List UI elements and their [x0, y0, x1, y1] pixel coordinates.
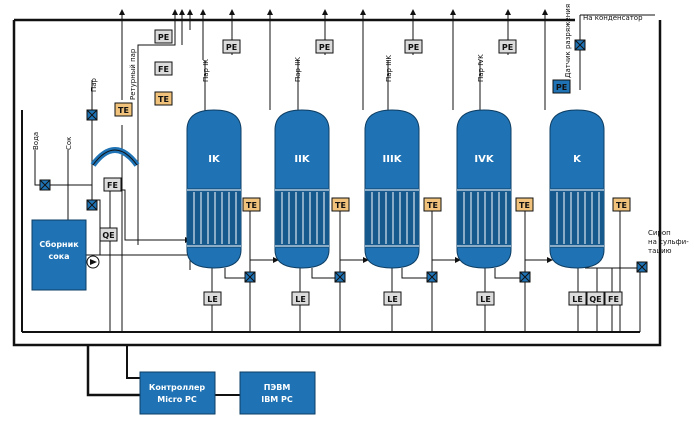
vessel-label: IIK	[294, 154, 310, 165]
controller-label-1: Контроллер	[149, 383, 206, 392]
svg-text:LE: LE	[207, 295, 218, 304]
svg-text:PE: PE	[319, 43, 330, 52]
svg-text:QE: QE	[589, 295, 601, 304]
syrup-label: Сироп на сульфи- тацию	[648, 229, 689, 255]
steam-label-2: Пар IIK	[294, 57, 302, 82]
svg-text:LE: LE	[387, 295, 398, 304]
pc-box: ПЭВМ IBM PC	[239, 371, 316, 415]
pe-box: PE	[154, 29, 173, 44]
controller-box: Контроллер Micro PC	[139, 371, 216, 415]
pressure-sensor-label: Датчик разряжения	[564, 4, 572, 78]
qe-box: QE	[586, 291, 605, 306]
tank-label-line2: сока	[48, 252, 69, 261]
pc-label-2: IBM PC	[261, 395, 293, 404]
svg-text:TE: TE	[335, 201, 346, 210]
svg-text:TE: TE	[616, 201, 627, 210]
svg-text:PE: PE	[556, 83, 567, 92]
svg-text:PE: PE	[408, 43, 419, 52]
juice-label: Сок	[65, 137, 73, 150]
vessel-5: K	[549, 109, 605, 269]
svg-text:TE: TE	[519, 201, 530, 210]
vessel-label: IIIK	[383, 154, 403, 165]
svg-text:TE: TE	[427, 201, 438, 210]
svg-text:TE: TE	[118, 106, 129, 115]
vessel-3: IIIK	[364, 109, 420, 269]
le-box: LE	[383, 291, 402, 306]
svg-text:FE: FE	[158, 65, 169, 74]
svg-text:FE: FE	[107, 181, 118, 190]
svg-text:на сульфи-: на сульфи-	[648, 238, 689, 246]
vessel-label: IK	[208, 154, 221, 165]
vessel-4: IVK	[456, 109, 512, 269]
valve-icon	[86, 199, 98, 211]
svg-text:PE: PE	[502, 43, 513, 52]
svg-text:FE: FE	[608, 295, 619, 304]
le-box: LE	[476, 291, 495, 306]
svg-text:TE: TE	[158, 95, 169, 104]
te-box: TE	[154, 91, 173, 106]
condenser-label: На конденсатор	[583, 14, 643, 22]
valve-icon	[426, 271, 438, 283]
pump-icon	[86, 255, 100, 269]
le-box: LE	[203, 291, 222, 306]
le-box: LE	[291, 291, 310, 306]
valve-icon	[636, 261, 648, 273]
water-label: Вода	[32, 132, 40, 150]
pe-box: PE	[498, 39, 517, 54]
te-box: TE	[114, 102, 133, 117]
fe-box: FE	[604, 291, 623, 306]
valves	[39, 39, 648, 283]
valve-icon	[86, 109, 98, 121]
fe-box: FE	[103, 177, 122, 192]
vessel-2: IIK	[274, 109, 330, 269]
te-box: TE	[423, 197, 442, 212]
valve-icon	[39, 179, 51, 191]
svg-text:тацию: тацию	[648, 247, 672, 255]
svg-text:Сироп: Сироп	[648, 229, 671, 237]
controller-label-2: Micro PC	[157, 395, 197, 404]
fe-box: FE	[154, 61, 173, 76]
juice-tank: Сборник сока	[31, 219, 87, 291]
le-box: LE	[568, 291, 587, 306]
tank-label-line1: Сборник	[39, 239, 79, 249]
svg-text:LE: LE	[572, 295, 583, 304]
te-box: TE	[612, 197, 631, 212]
svg-text:LE: LE	[295, 295, 306, 304]
pe-box: PE	[315, 39, 334, 54]
qe-box: QE	[99, 227, 118, 242]
vessel-label: IVK	[474, 154, 494, 165]
steam-label-3: Пар IIIK	[385, 55, 393, 82]
te-box: TE	[515, 197, 534, 212]
svg-text:PE: PE	[226, 43, 237, 52]
steam-label-4: Пар IVK	[477, 54, 485, 82]
te-box: TE	[242, 197, 261, 212]
valve-icon	[334, 271, 346, 283]
instruments: PE FE TE PE PE PE PE PE TE FE QE TE TE T…	[99, 29, 631, 306]
valve-icon	[519, 271, 531, 283]
return-steam-label: Ретурный пар	[129, 48, 137, 100]
pe-box: PE	[552, 79, 571, 94]
pe-box: PE	[222, 39, 241, 54]
svg-text:PE: PE	[158, 33, 169, 42]
te-box: TE	[331, 197, 350, 212]
pe-box: PE	[404, 39, 423, 54]
valve-icon	[244, 271, 256, 283]
steam-label: Пар	[90, 77, 98, 92]
valve-icon	[574, 39, 586, 51]
vessel-1: IK	[186, 109, 242, 269]
control-bus	[12, 18, 662, 397]
svg-text:TE: TE	[246, 201, 257, 210]
vessel-label: K	[573, 154, 582, 165]
svg-text:QE: QE	[102, 231, 114, 240]
pc-label-1: ПЭВМ	[264, 383, 291, 392]
steam-label-1: Пар IK	[202, 59, 210, 82]
svg-text:LE: LE	[480, 295, 491, 304]
